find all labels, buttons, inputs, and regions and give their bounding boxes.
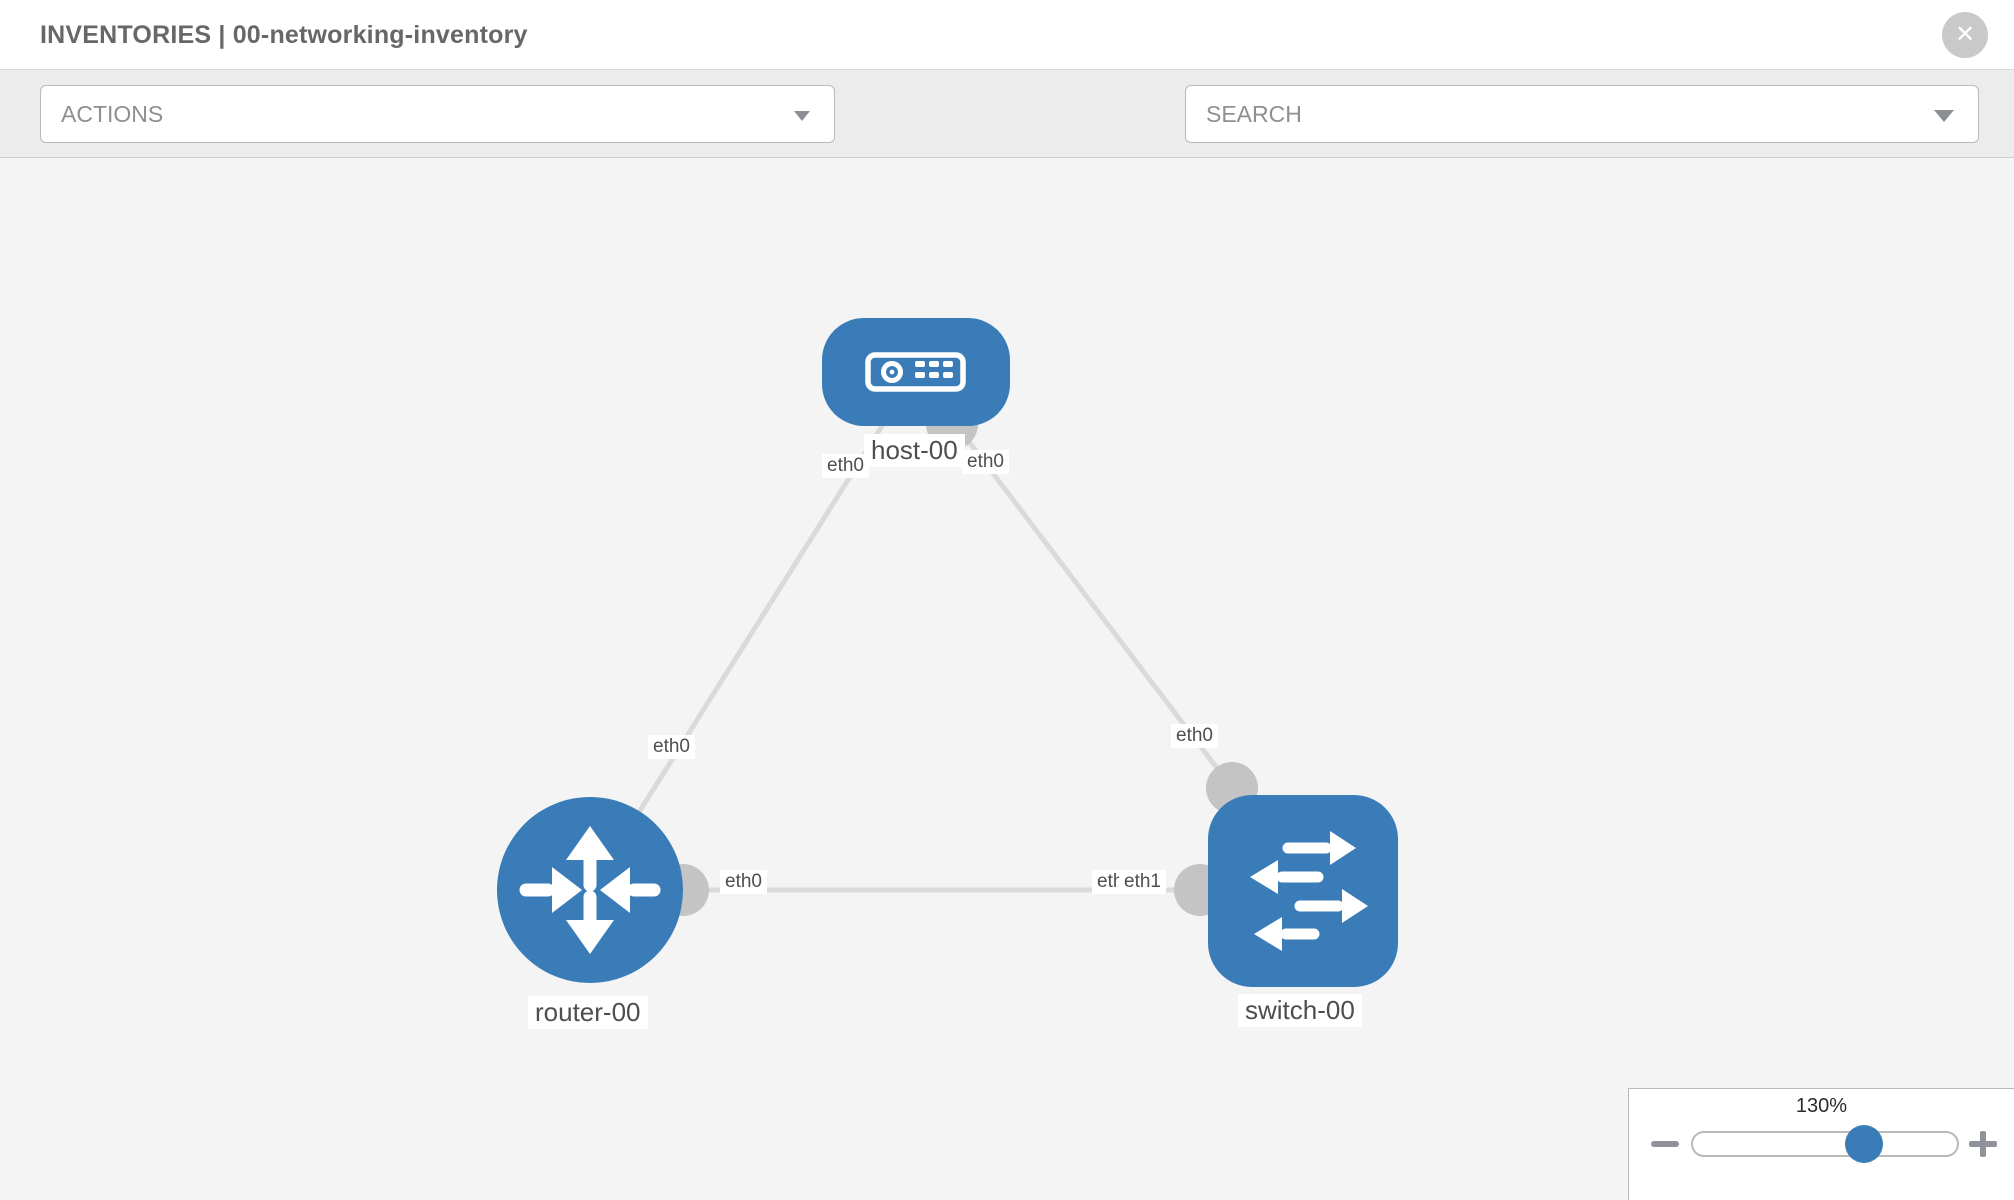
node-label-router: router-00: [528, 996, 648, 1029]
interface-label: eth0: [1171, 724, 1218, 748]
interface-label: eth1: [1119, 870, 1166, 894]
zoom-level: 130%: [1795, 1095, 1848, 1117]
zoom-slider-track[interactable]: [1691, 1131, 1959, 1157]
toolbar: ACTIONS SEARCH: [0, 70, 2014, 203]
minus-icon[interactable]: [1651, 1141, 1679, 1147]
interface-label: eth0: [822, 454, 869, 478]
switch-icon: [1250, 831, 1368, 951]
interface-label: eth0: [720, 870, 767, 894]
node-switch-00[interactable]: [1208, 795, 1398, 987]
actions-dropdown[interactable]: ACTIONS: [40, 85, 835, 143]
router-icon: [519, 826, 661, 954]
header-bar: INVENTORIES | 00-networking-inventory: [0, 0, 2014, 70]
host-icon: [865, 352, 966, 392]
close-icon[interactable]: [1942, 12, 1988, 58]
interface-label: eth0: [962, 450, 1009, 474]
chevron-down-icon: [1934, 110, 1954, 122]
interface-circles: [657, 398, 1258, 916]
zoom-panel: 130%: [1628, 1088, 2014, 1200]
node-label-host: host-00: [864, 434, 965, 467]
actions-dropdown-label: ACTIONS: [61, 101, 164, 127]
page-title: INVENTORIES | 00-networking-inventory: [40, 21, 528, 49]
zoom-slider-handle[interactable]: [1845, 1125, 1883, 1163]
node-host-00[interactable]: [822, 318, 1010, 426]
plus-icon[interactable]: [1969, 1131, 1997, 1157]
node-router-00[interactable]: [497, 797, 683, 983]
interface-label: eth0: [648, 735, 695, 759]
topology-canvas[interactable]: eth0 host-00 eth0 eth0 eth0 eth0 eth0 et…: [0, 158, 2014, 1200]
search-dropdown[interactable]: SEARCH: [1185, 85, 1979, 143]
search-placeholder: SEARCH: [1206, 101, 1302, 127]
node-label-switch: switch-00: [1238, 994, 1362, 1027]
chevron-down-icon: [794, 111, 810, 121]
